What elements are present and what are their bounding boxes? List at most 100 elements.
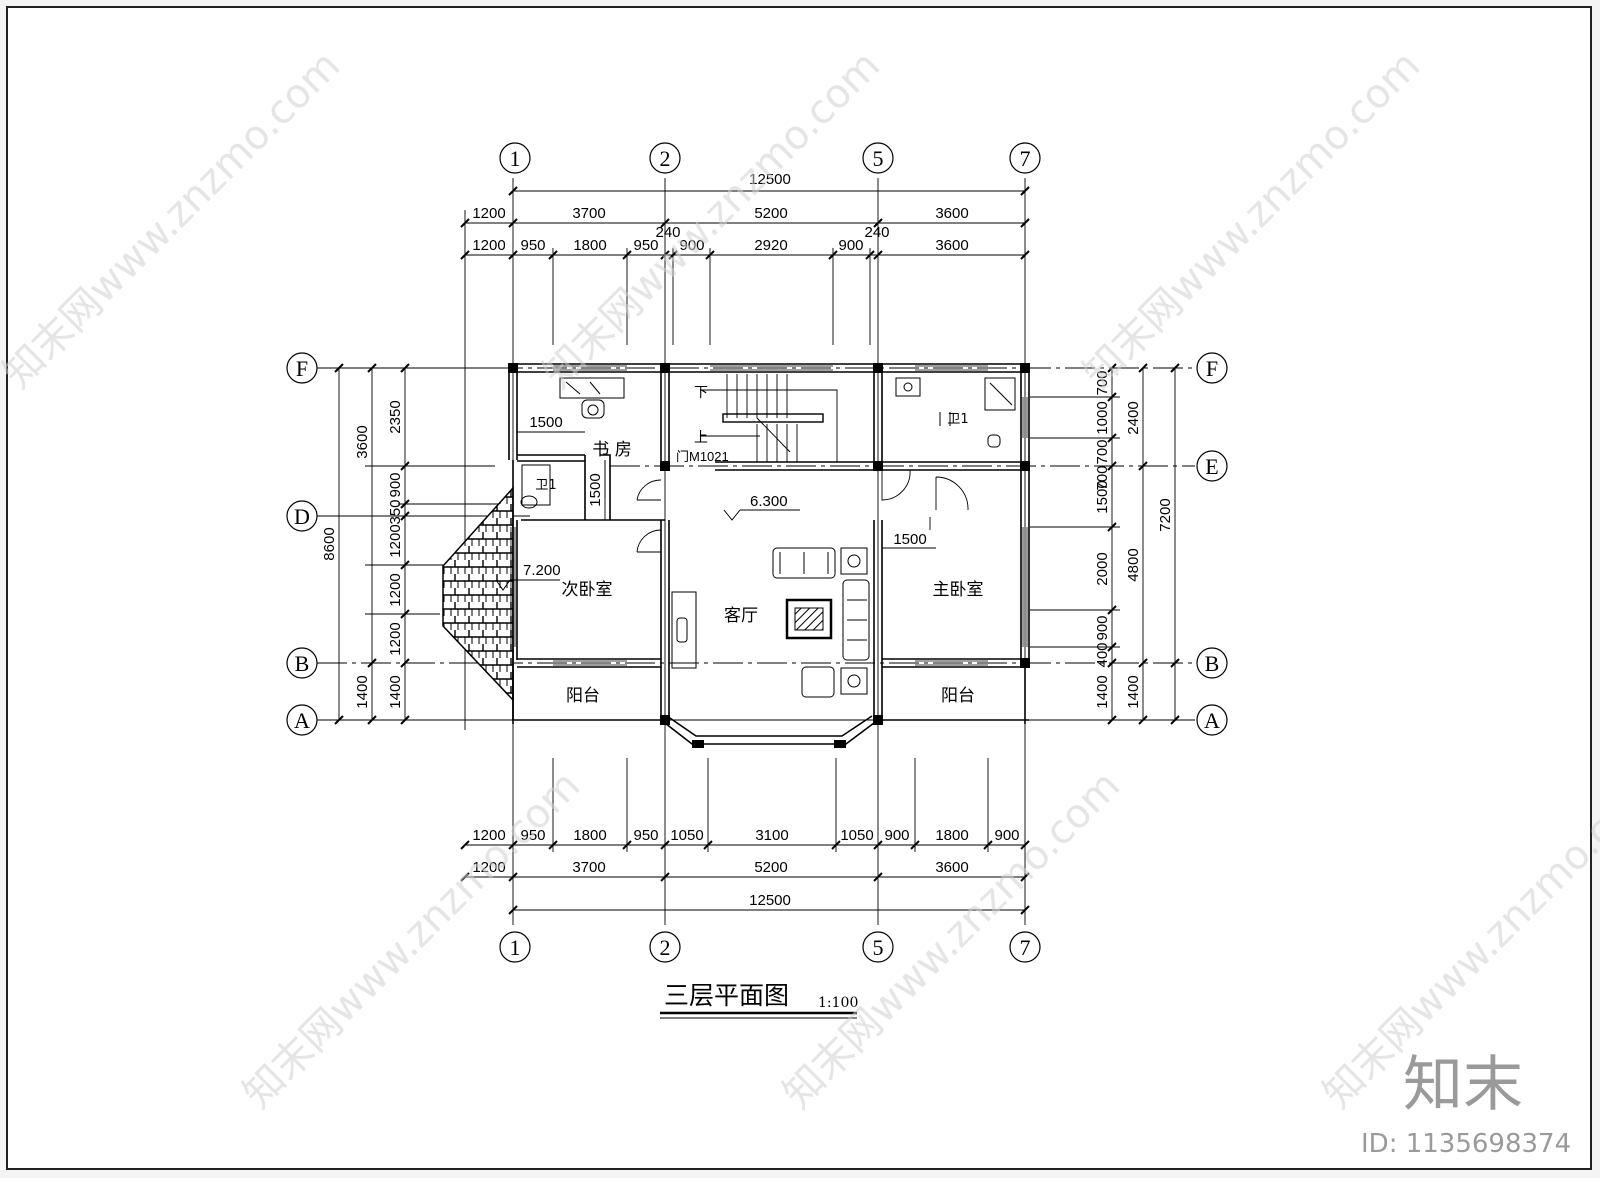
dim-right-mid-1: 2400 [1125, 401, 1142, 434]
dim-right-inner-2: 1000 [1094, 401, 1111, 434]
dim-bot-r1-9: 1800 [935, 827, 968, 844]
room-second-bedroom-label: 次卧室 [562, 580, 613, 600]
room-balcony-right-label: 阳台 [941, 686, 975, 706]
living-room-furniture [671, 547, 870, 698]
dim-bot-r1-3: 1800 [573, 827, 606, 844]
dim-bot-r1-8: 900 [884, 827, 909, 844]
dim-right-mid-2: 4800 [1125, 548, 1142, 581]
dim-bot-total: 12500 [749, 892, 791, 909]
elevation-roof: 7.200 [523, 562, 561, 579]
stair-down-label: 下 [694, 384, 708, 400]
dim-bath-1500: 1500 [587, 473, 604, 506]
drawing-title: 三层平面图 [664, 981, 789, 1010]
dim-top-r2-1: 1200 [472, 205, 505, 222]
axis-label-2-bottom: 2 [660, 935, 671, 960]
axis-label-F-right: F [1206, 356, 1218, 381]
brand-logo: 知末 [1403, 1050, 1523, 1120]
dim-top-r3-4: 950 [633, 237, 658, 254]
axis-label-2-top: 2 [660, 146, 671, 171]
axis-label-D-left: D [294, 504, 310, 529]
bottom-dimension-ticks [460, 840, 1030, 915]
axis-label-B-left: B [295, 651, 310, 676]
left-dimension-lines [330, 367, 520, 720]
dim-right-mid-3: 1400 [1125, 675, 1142, 708]
watermark-3: 知末网www.znzmo.com [1075, 43, 1430, 398]
dim-left-inner-1: 2350 [387, 400, 404, 433]
title-underline [660, 1011, 857, 1019]
dim-bot-r1-5: 1050 [670, 827, 703, 844]
study-desk [559, 377, 625, 419]
dim-left-outer-1: 3600 [354, 425, 371, 458]
dim-right-inner-9: 1400 [1094, 675, 1111, 708]
dim-right-inner-5: 1500 [1094, 480, 1111, 513]
dim-top-total: 12500 [749, 171, 791, 188]
dim-right-inner-4: 700 [1094, 465, 1111, 490]
room-bath-left-label: 卫1 [535, 478, 556, 493]
dim-bot-r1-6: 3100 [755, 827, 788, 844]
dim-left-inner-2: 900 [387, 472, 404, 497]
dim-right-inner-3: 700 [1094, 439, 1111, 464]
dim-study-1500: 1500 [529, 414, 562, 431]
room-study-label: 书 房 [592, 440, 631, 460]
axis-label-A-left: A [294, 708, 310, 733]
dim-right-inner-1: 700 [1094, 370, 1111, 395]
axis-label-1-bottom: 1 [510, 935, 521, 960]
elevation-living: 6.300 [750, 493, 788, 510]
dim-top-wall-1: 240 [655, 224, 680, 241]
dim-top-wall-2: 240 [864, 224, 889, 241]
axis-label-A-right: A [1204, 708, 1220, 733]
inner-dimension-lines [517, 431, 936, 549]
dim-bot-r1-4: 950 [633, 827, 658, 844]
dim-bot-r1-7: 1050 [840, 827, 873, 844]
dim-top-r3-8: 3600 [935, 237, 968, 254]
room-balcony-left-label: 阳台 [566, 686, 600, 706]
dim-right-total: 7200 [1157, 498, 1174, 531]
dim-left-inner-7: 1400 [387, 675, 404, 708]
dim-left-inner-5: 1200 [387, 573, 404, 606]
dim-bot-r2-2: 3700 [572, 859, 605, 876]
bottom-dimension-lines [465, 758, 1025, 911]
axis-label-5-top: 5 [873, 146, 884, 171]
dim-top-r3-6: 2920 [754, 237, 787, 254]
room-master-bedroom-label: 主卧室 [933, 580, 984, 600]
dim-top-r3-7: 900 [838, 237, 863, 254]
room-bath-right-label: 卫1 [947, 412, 968, 427]
dim-right-inner-7: 900 [1094, 615, 1111, 640]
dim-top-r3-2: 950 [520, 237, 545, 254]
dim-top-r3-5: 900 [679, 237, 704, 254]
dim-right-inner-6: 2000 [1094, 552, 1111, 585]
dim-top-r2-2: 3700 [572, 205, 605, 222]
dim-right-inner-8: 400 [1094, 642, 1111, 667]
dim-left-outer-2: 1400 [354, 675, 371, 708]
dim-left-total: 8600 [321, 527, 338, 560]
dim-bot-r1-10: 900 [994, 827, 1019, 844]
axis-bubbles [286, 142, 1228, 963]
dim-top-r3-1: 1200 [472, 237, 505, 254]
dim-bot-r1-1: 1200 [472, 827, 505, 844]
stair-door-code: 门M1021 [676, 449, 729, 464]
staircase [700, 374, 838, 462]
drawing-frame [6, 6, 1592, 1170]
watermark-5: 知末网www.znzmo.com [775, 763, 1130, 1118]
room-living-room-label: 客厅 [724, 606, 758, 626]
walls [508, 363, 1030, 745]
axis-label-7-top: 7 [1020, 146, 1031, 171]
watermark-4: 知末网www.znzmo.com [235, 763, 590, 1118]
axis-label-5-bottom: 5 [873, 935, 884, 960]
left-dimension-ticks [334, 363, 410, 725]
axis-label-E-right: E [1205, 454, 1218, 479]
top-dimension-ticks [460, 186, 1030, 260]
dim-left-inner-6: 1200 [387, 622, 404, 655]
tiled-roof-section [442, 486, 514, 702]
dim-master-1500: 1500 [893, 531, 926, 548]
watermark-1: 知末网www.znzmo.com [0, 43, 349, 398]
dim-top-r3-3: 1800 [573, 237, 606, 254]
axis-label-B-right: B [1205, 651, 1220, 676]
axis-label-F-left: F [296, 356, 308, 381]
structural-columns [508, 363, 1030, 748]
dim-bot-r2-3: 5200 [754, 859, 787, 876]
dim-bot-r2-1: 1200 [472, 859, 505, 876]
drawing-scale: 1:100 [818, 995, 858, 1011]
left-bath-fixtures [520, 464, 551, 509]
